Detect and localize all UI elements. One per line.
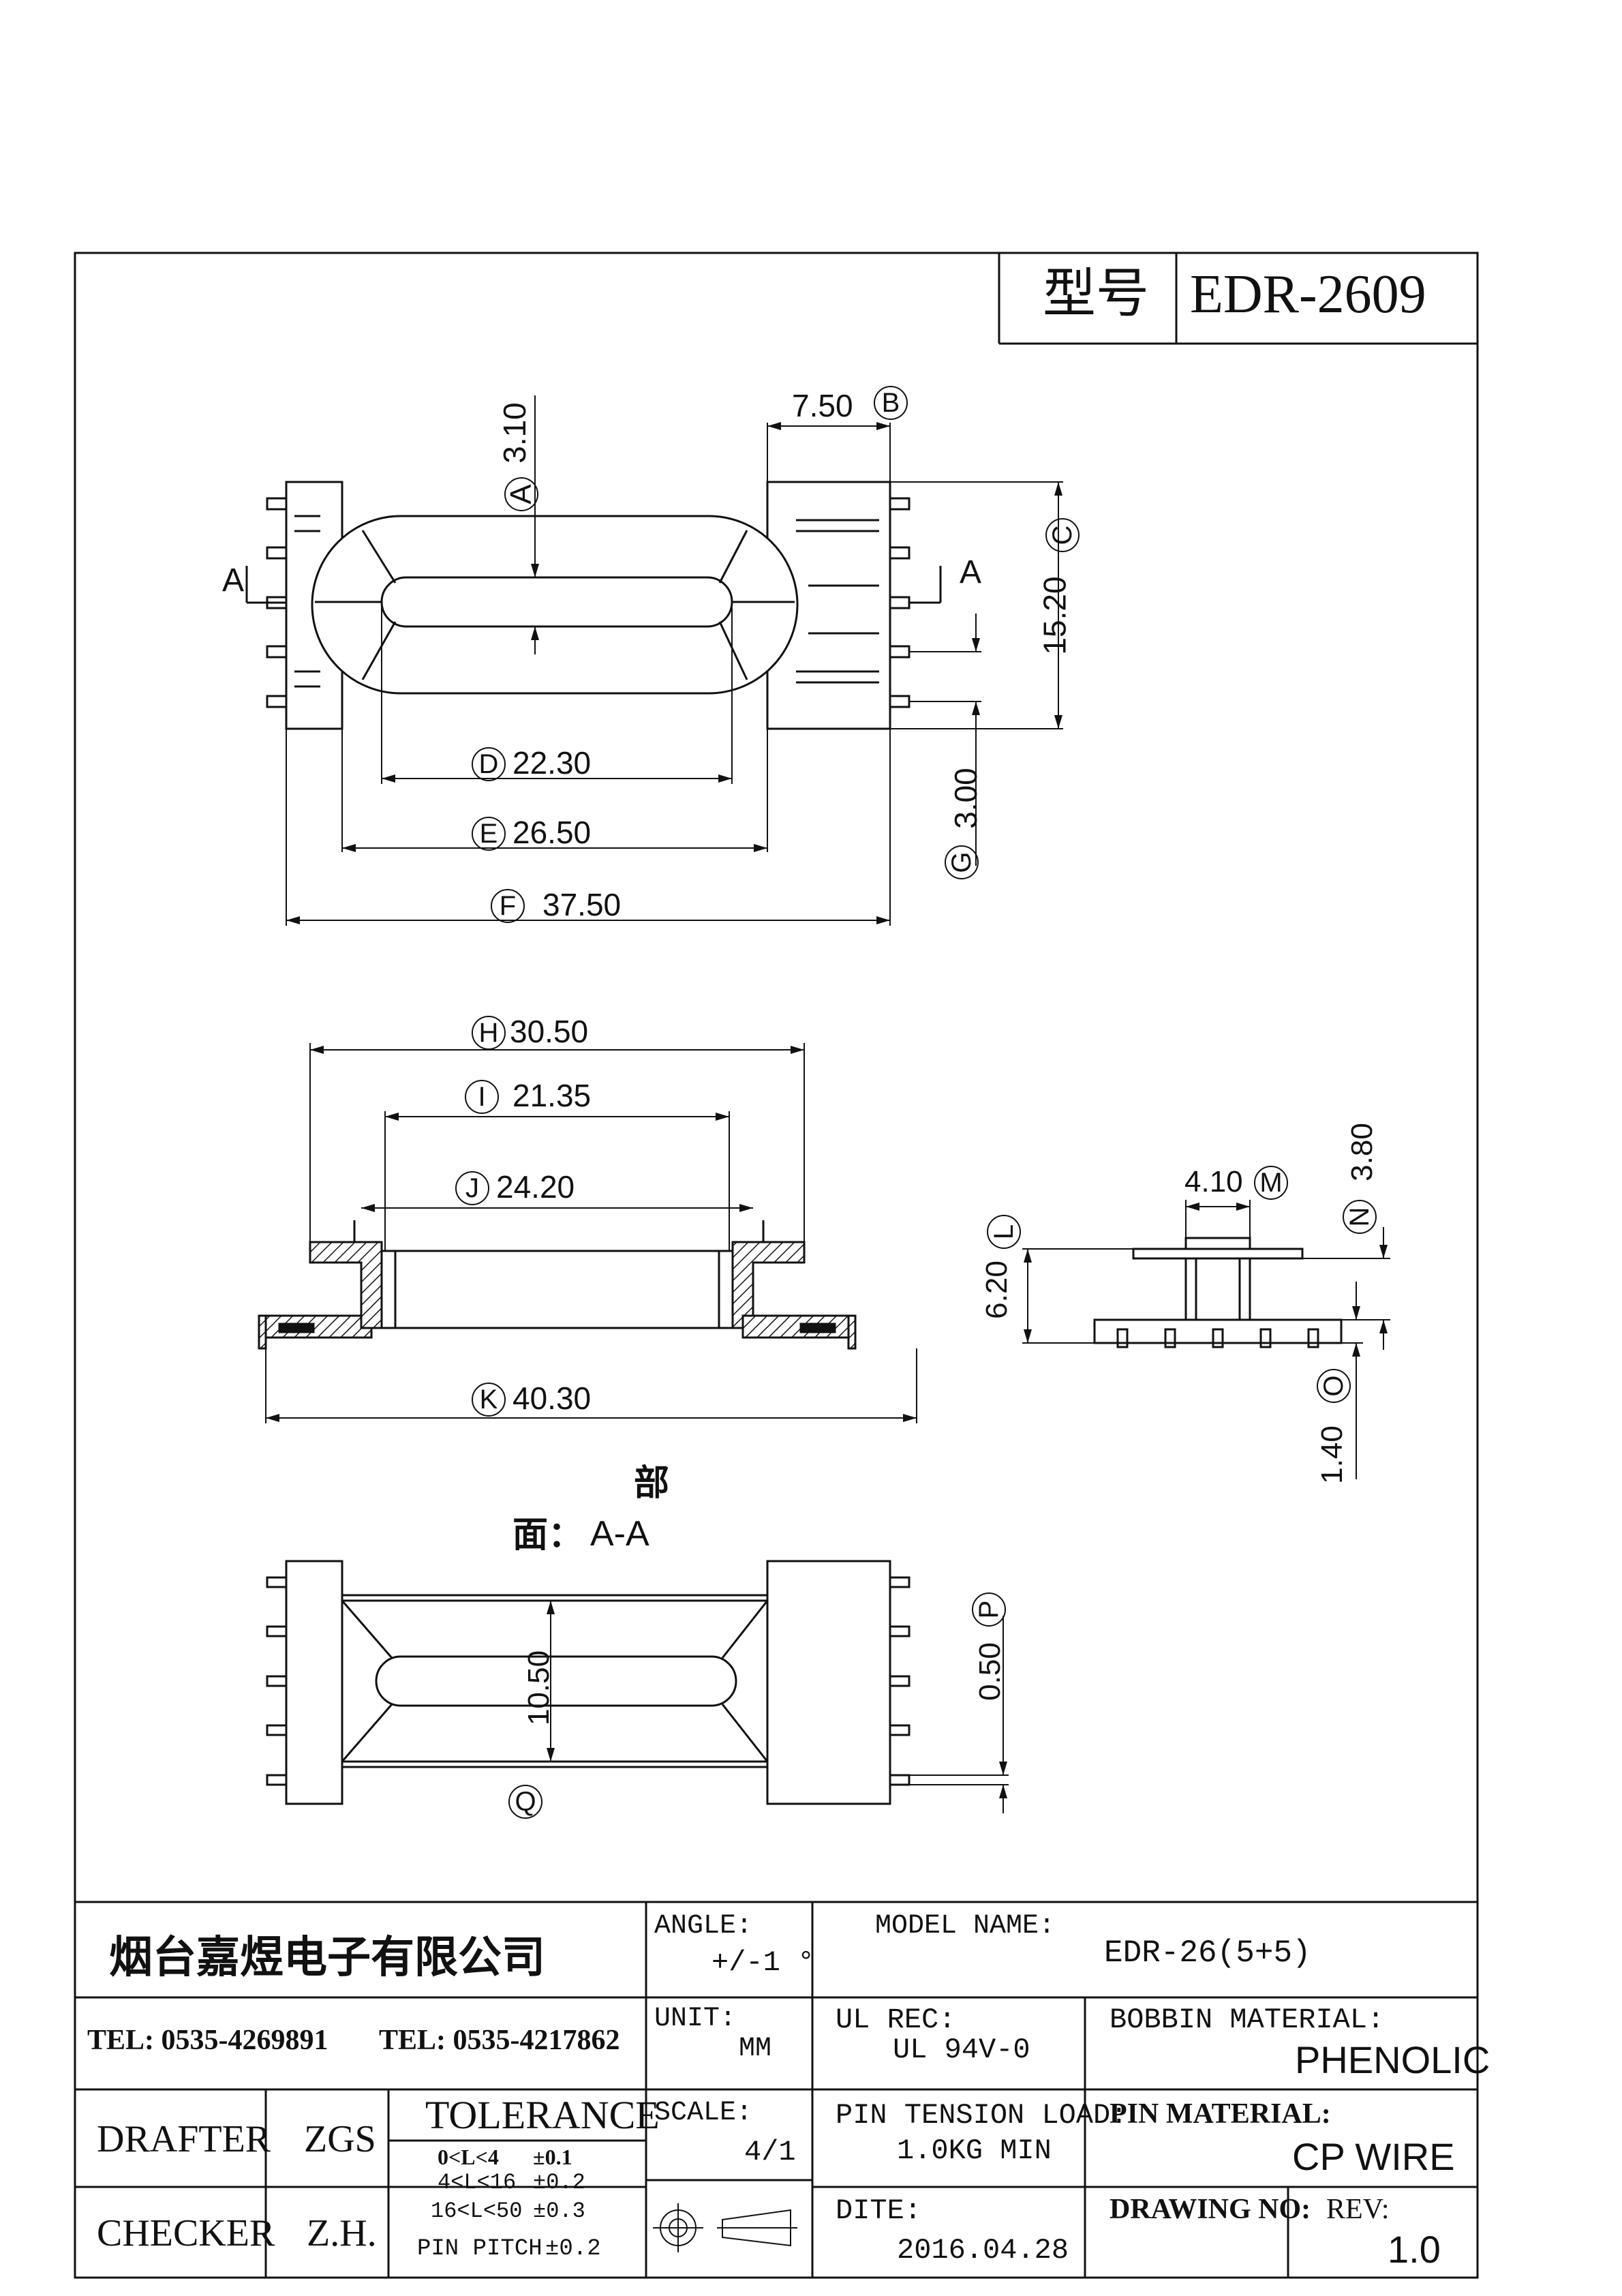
- dim-p-letter: P: [972, 1592, 1006, 1627]
- pin-pitch-label: PIN PITCH: [417, 2236, 542, 2262]
- rev-label: REV:: [1326, 2194, 1390, 2225]
- pin-tension-value: 1.0KG MIN: [897, 2134, 1052, 2167]
- bobbin-value: PHENOLIC: [1295, 2038, 1490, 2081]
- tol-range-2: 4<L<16: [438, 2170, 517, 2195]
- section-view: [258, 1220, 857, 1350]
- dim-m-value: 4.10: [1184, 1165, 1243, 1198]
- angle-value: +/-1 °: [711, 1946, 815, 1979]
- dim-c-value: 15.20: [1037, 576, 1073, 655]
- section-caption-line1: 部: [634, 1463, 670, 1504]
- dim-e-letter: E: [472, 817, 506, 851]
- tol-value-1: ±0.1: [533, 2145, 572, 2169]
- dim-j-value: 24.20: [496, 1169, 575, 1205]
- dim-f-value: 37.50: [542, 887, 622, 922]
- scale-value: 4/1: [744, 2136, 796, 2169]
- dim-k-value: 40.30: [512, 1380, 592, 1416]
- tol-value-2: ±0.2: [533, 2170, 585, 2195]
- tol-range-1: 0<L<4: [438, 2145, 499, 2169]
- ul-label: UL REC:: [836, 2004, 956, 2036]
- section-mark-right: A: [960, 554, 982, 590]
- bottom-pins-left: [266, 1576, 288, 1786]
- tol-value-3: ±0.3: [533, 2199, 585, 2224]
- unit-label: UNIT:: [654, 2004, 737, 2034]
- date-label: DITE:: [836, 2194, 922, 2227]
- dim-h-letter: H: [472, 1016, 506, 1050]
- dim-b-value: 7.50: [792, 388, 853, 423]
- pin-tension-label: PIN TENSION LOAD:: [836, 2099, 1128, 2132]
- dim-a-value: 3.10: [496, 402, 532, 464]
- side-view-pins: [1116, 1328, 1319, 1348]
- dim-g-letter: G: [945, 845, 979, 879]
- angle-label: ANGLE:: [654, 1911, 753, 1942]
- unit-value: MM: [739, 2034, 772, 2064]
- dim-l-value: 6.20: [979, 1260, 1013, 1319]
- sheet-border: [74, 252, 1479, 2279]
- dim-o-value: 1.40: [1315, 1425, 1349, 1484]
- dim-h-value: 30.50: [510, 1014, 589, 1049]
- date-value: 2016.04.28: [897, 2234, 1069, 2267]
- bobbin-label: BOBBIN MATERIAL:: [1110, 2004, 1385, 2036]
- tol-range-3: 16<L<50: [431, 2199, 523, 2224]
- dim-n-value: 3.80: [1345, 1123, 1379, 1181]
- bottom-pins-right: [889, 1576, 911, 1786]
- pin-material-value: CP WIRE: [1292, 2135, 1455, 2178]
- section-caption-line2: 面：: [512, 1515, 584, 1556]
- part-number: EDR-2609: [1190, 265, 1426, 324]
- dim-e-value: 26.50: [512, 815, 592, 850]
- projection-symbol: [653, 2203, 797, 2252]
- dim-b-letter: B: [874, 386, 908, 420]
- side-view: [1093, 1237, 1343, 1348]
- dim-a-letter: A: [504, 477, 538, 511]
- scale-label: SCALE:: [654, 2098, 753, 2128]
- dim-i-value: 21.35: [512, 1078, 592, 1113]
- top-view: [245, 481, 942, 730]
- dim-m-letter: M: [1254, 1166, 1288, 1200]
- dim-j-letter: J: [455, 1171, 489, 1205]
- checker-label: CHECKER: [97, 2212, 275, 2254]
- title-block-grid: [75, 1901, 1478, 2278]
- tel-2: TEL: 0535-4217862: [379, 2025, 620, 2056]
- dim-d-value: 22.30: [512, 745, 592, 781]
- dim-q-letter: Q: [508, 1785, 542, 1819]
- bottom-view-dims: [547, 1601, 1009, 1813]
- bottom-view: [266, 1560, 911, 1805]
- top-view-dims: [286, 395, 1063, 926]
- dim-f-letter: F: [491, 889, 525, 923]
- dim-o-letter: O: [1317, 1369, 1351, 1403]
- side-view-dims: [1022, 1200, 1390, 1479]
- drafter-label: DRAFTER: [97, 2118, 271, 2160]
- ul-value: UL 94V-0: [893, 2034, 1030, 2066]
- dim-c-letter: C: [1045, 518, 1080, 552]
- pin-material-label: PIN MATERIAL:: [1110, 2098, 1331, 2130]
- dim-i-letter: I: [465, 1080, 499, 1114]
- dim-d-letter: D: [472, 747, 506, 781]
- section-view-dims: [265, 1043, 917, 1423]
- dim-n-letter: N: [1343, 1200, 1377, 1234]
- rev-value: 1.0: [1388, 2228, 1441, 2271]
- dim-l-letter: L: [987, 1215, 1021, 1249]
- section-mark-left: A: [222, 562, 245, 599]
- pins-right: [889, 497, 911, 708]
- model-value: EDR-26(5+5): [1104, 1935, 1311, 1971]
- tolerance-label: TOLERANCE: [425, 2093, 660, 2137]
- drawing-no-label: DRAWING NO:: [1110, 2194, 1311, 2225]
- section-caption-mark: A-A: [590, 1514, 649, 1554]
- model-label: MODEL NAME:: [875, 1911, 1056, 1942]
- drafter-value: ZGS: [304, 2118, 376, 2160]
- checker-value: Z.H.: [307, 2212, 377, 2254]
- dim-g-value: 3.00: [947, 768, 983, 829]
- tel-1: TEL: 0535-4269891: [87, 2025, 328, 2056]
- dim-p-value: 0.50: [973, 1642, 1007, 1701]
- dim-k-letter: K: [472, 1383, 506, 1417]
- company-name: 烟台嘉煜电子有限公司: [109, 1933, 545, 1983]
- type-label: 型号: [1043, 263, 1150, 324]
- pin-pitch-tol: ±0.2: [545, 2236, 601, 2262]
- dim-q-value: 10.50: [522, 1650, 556, 1726]
